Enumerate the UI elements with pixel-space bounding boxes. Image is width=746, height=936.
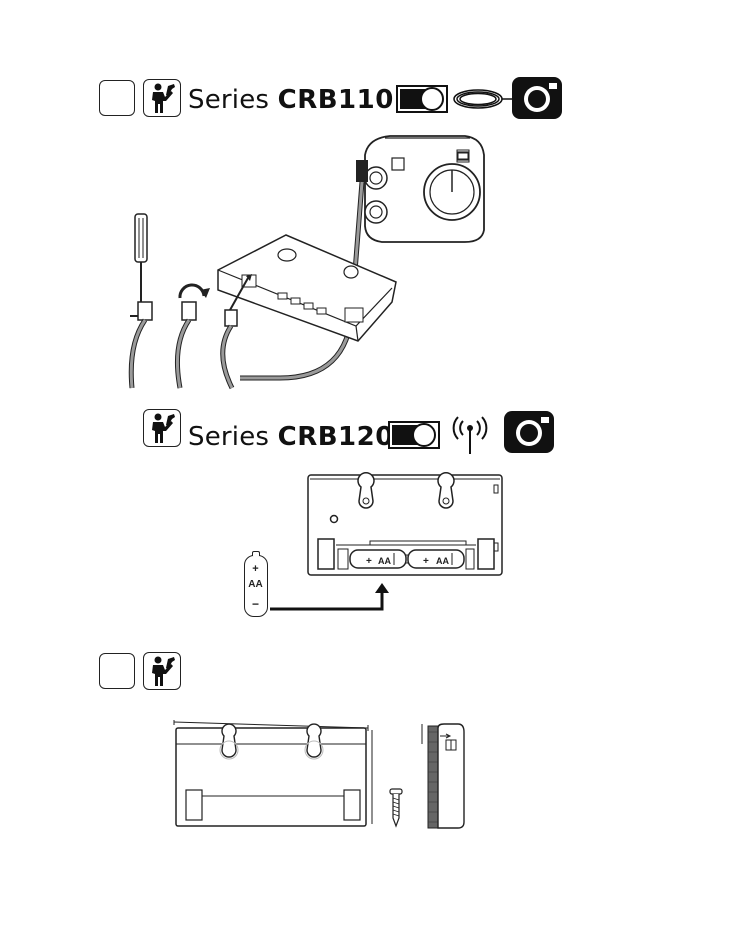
mounting-side-view (420, 722, 470, 832)
compartment-battery-label: AA (436, 556, 449, 566)
battery-compartment-illustration: + + AA AA (306, 473, 508, 585)
camera-unit (365, 136, 484, 242)
insert-arrow (268, 582, 398, 622)
camera-icon (504, 411, 554, 453)
series-heading-crb120: Series CRB120 (188, 422, 394, 452)
technician-icon (143, 79, 181, 117)
mounting-back-view (172, 720, 382, 832)
compartment-battery-label: AA (378, 556, 391, 566)
battery-plus-label: + (245, 564, 266, 575)
battery-minus-label: − (245, 598, 266, 610)
cable-coil-icon (450, 85, 512, 115)
series-word: Series (188, 422, 269, 452)
technician-icon (143, 409, 181, 447)
model-name: CRB120 (278, 422, 394, 452)
model-name: CRB110 (278, 85, 394, 115)
series-heading-crb110: Series CRB110 (188, 85, 394, 115)
wireless-antenna-icon (455, 414, 485, 456)
screwdriver (135, 214, 147, 302)
battery-type-label: AA (245, 580, 266, 590)
step-number-box-3 (99, 653, 135, 689)
camera-icon (512, 77, 562, 119)
receiver-base (218, 235, 396, 341)
step-number-box-1 (99, 80, 135, 116)
switch-icon (388, 421, 440, 449)
technician-icon (143, 652, 181, 690)
crb110-installation-illustration (120, 130, 520, 390)
aa-battery: + AA − (244, 555, 268, 617)
battery-plus-mark: + (423, 556, 429, 567)
screw (389, 788, 403, 828)
series-word: Series (188, 85, 269, 115)
switch-icon (396, 85, 448, 113)
battery-plus-mark: + (366, 556, 372, 567)
